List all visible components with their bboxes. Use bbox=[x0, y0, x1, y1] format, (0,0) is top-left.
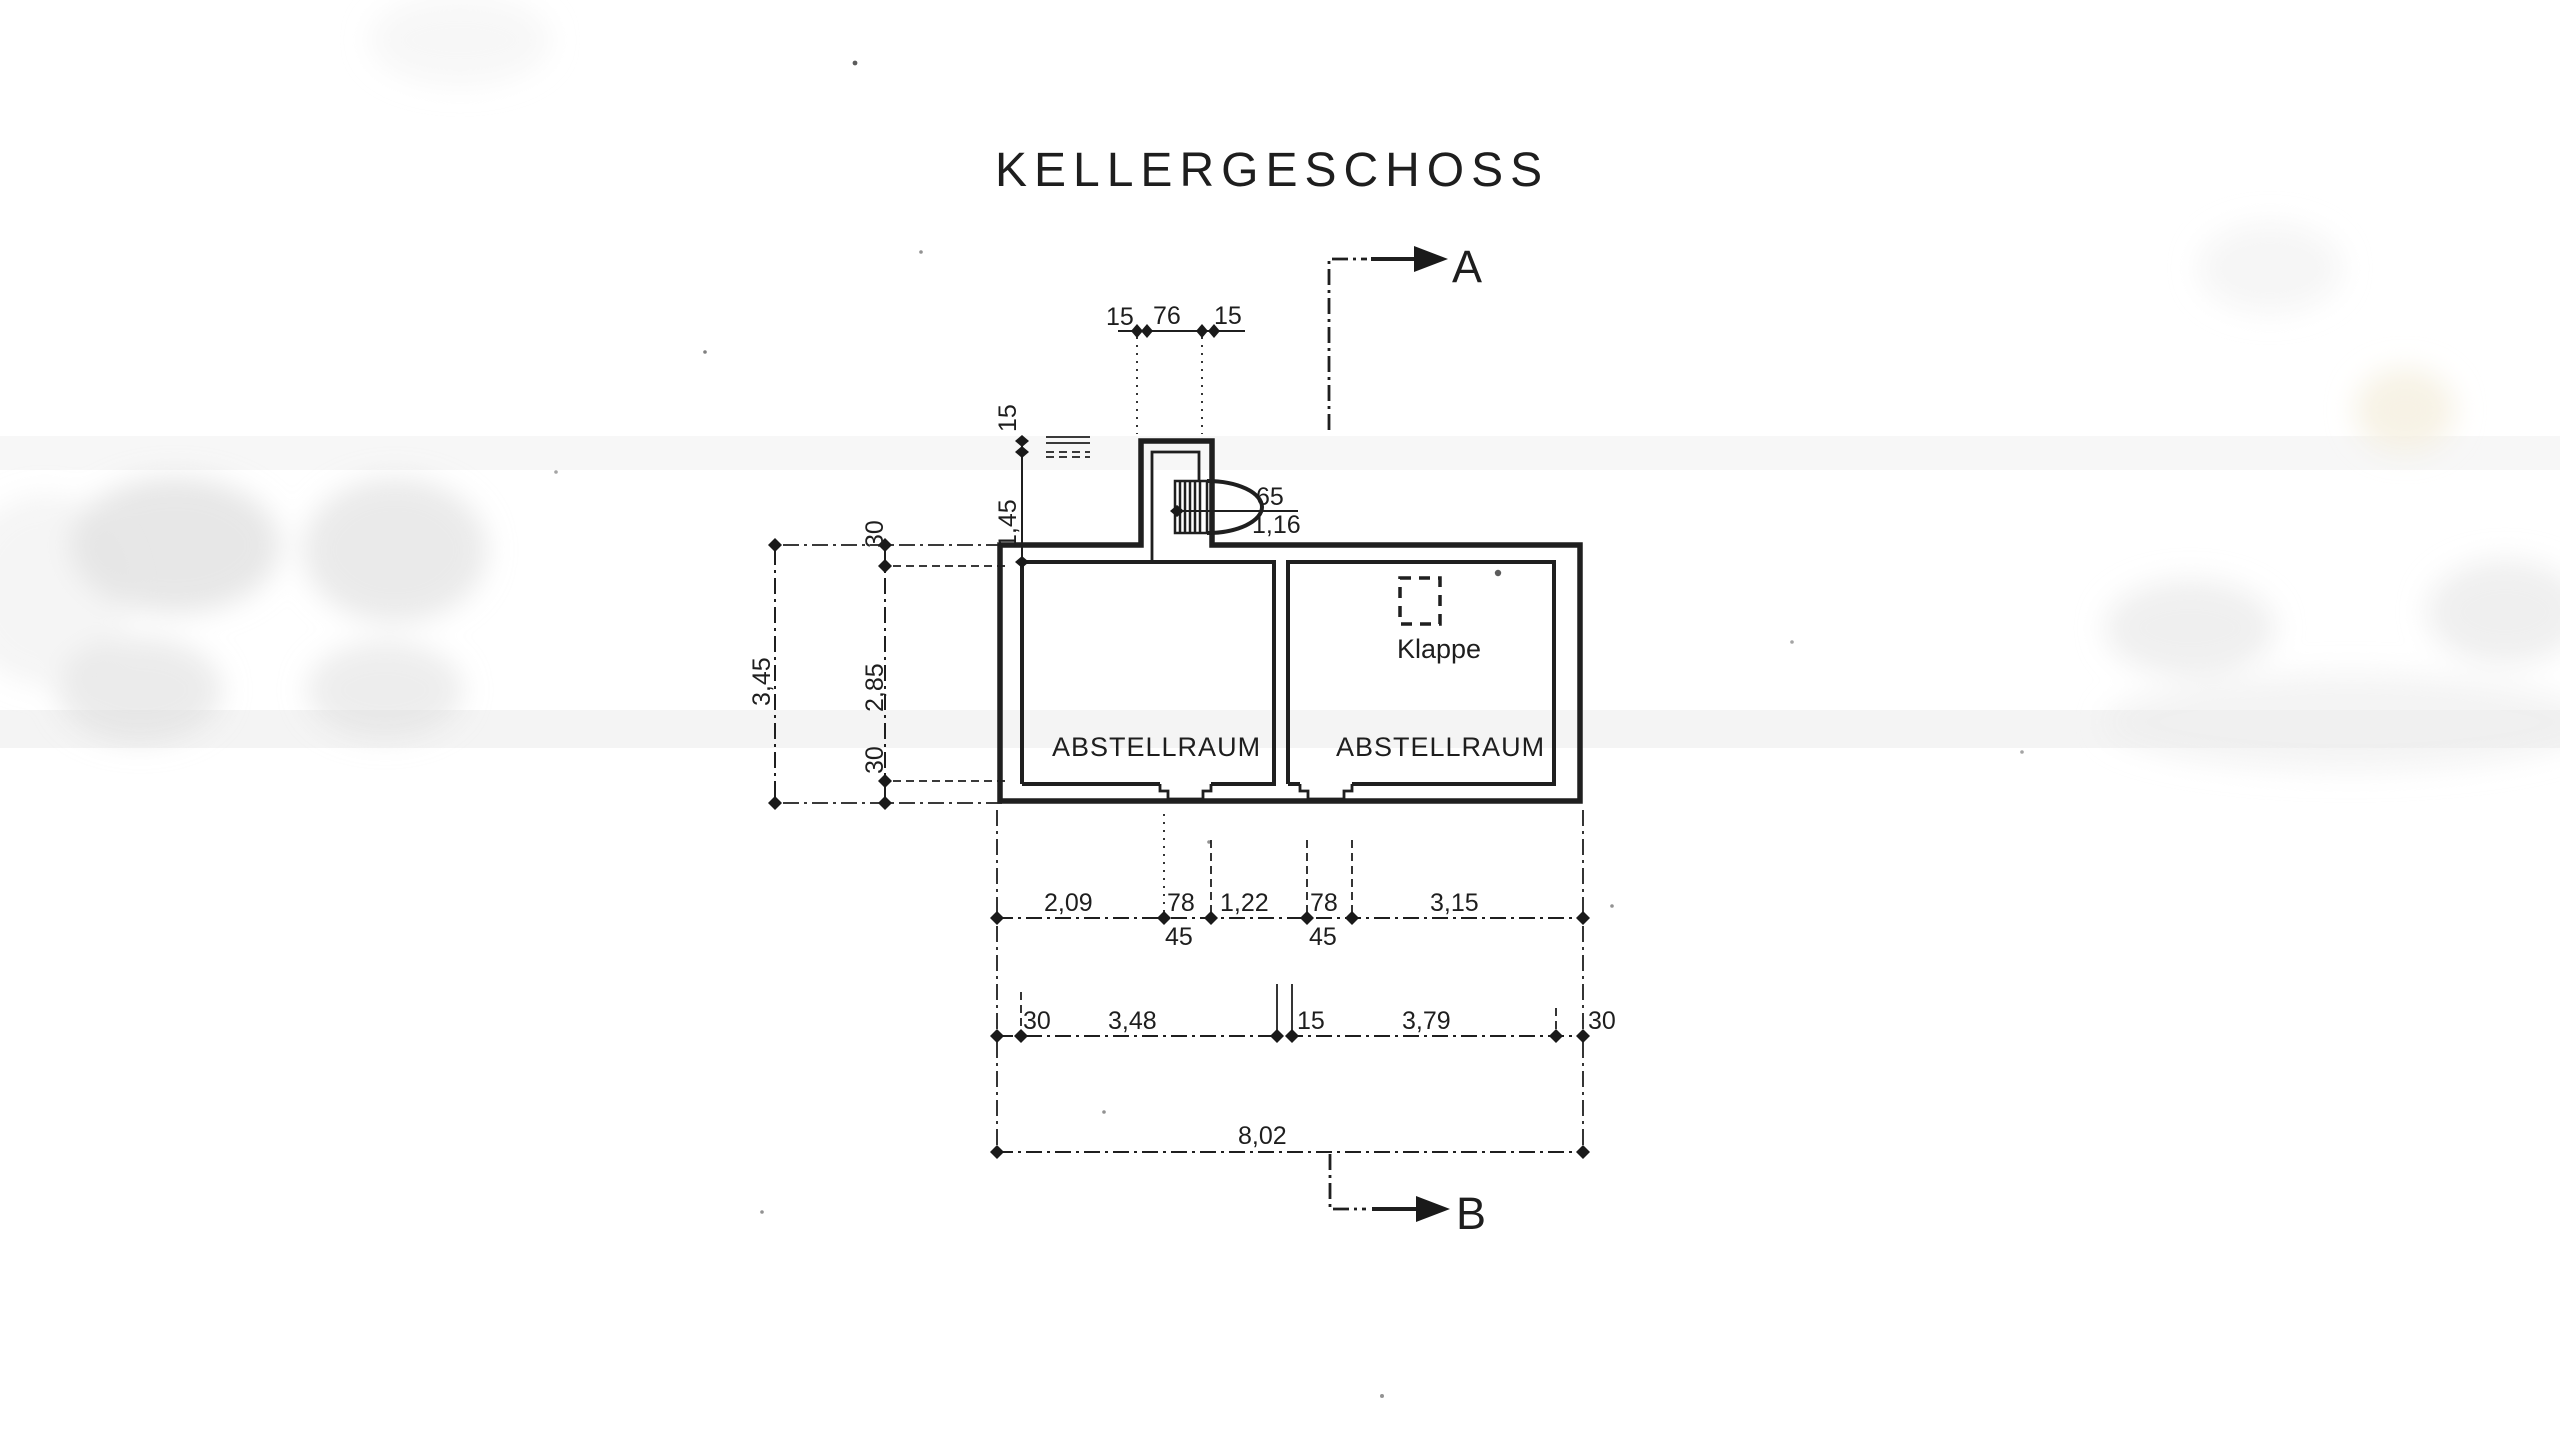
room-label-left: ABSTELLRAUM bbox=[1052, 732, 1261, 762]
dim-label: 1,16 bbox=[1252, 511, 1301, 539]
stairs bbox=[1173, 479, 1264, 535]
dimension-labels: 15 76 15 15 1,45 65 1,16 3,45 30 2,85 30… bbox=[748, 302, 1616, 1150]
dim-label: 3,15 bbox=[1430, 889, 1479, 917]
dimension-markers bbox=[768, 324, 1590, 1159]
dim-label: 3,48 bbox=[1108, 1007, 1157, 1035]
door-threshold-left bbox=[1158, 784, 1213, 801]
outer-wall bbox=[997, 438, 1583, 804]
section-label-b: B bbox=[1456, 1188, 1486, 1239]
dim-label: 3,79 bbox=[1402, 1007, 1451, 1035]
dim-label: 30 bbox=[861, 520, 889, 548]
dim-label: 30 bbox=[1023, 1007, 1051, 1035]
section-marker-b: B bbox=[1328, 1154, 1486, 1239]
room-label-right: ABSTELLRAUM bbox=[1336, 732, 1545, 762]
building-plan bbox=[997, 438, 1583, 804]
klappe-hatch-outline bbox=[1398, 576, 1442, 626]
scan-noise-speckles bbox=[554, 60, 2024, 1398]
dim-label: 15 bbox=[1106, 303, 1134, 331]
section-line-b bbox=[1328, 1154, 1366, 1211]
curved-step-arc bbox=[1206, 479, 1264, 535]
dim-label: 65 bbox=[1256, 483, 1284, 511]
room-left-walls bbox=[1020, 560, 1276, 786]
dim-label: 3,45 bbox=[748, 657, 776, 706]
dim-label: 15 bbox=[1297, 1007, 1325, 1035]
scan-artifacts bbox=[0, 0, 2560, 770]
section-line-a bbox=[1327, 257, 1367, 430]
dim-label: 8,02 bbox=[1238, 1122, 1287, 1150]
dim-label: 2,85 bbox=[861, 663, 889, 712]
dim-label: 15 bbox=[994, 404, 1022, 432]
door-threshold-right bbox=[1298, 784, 1354, 801]
dim-label: 1,45 bbox=[994, 499, 1022, 548]
drawing-title: KELLERGESCHOSS bbox=[995, 144, 1549, 197]
section-arrow-b bbox=[1416, 1196, 1450, 1222]
dim-label: 78 bbox=[1167, 889, 1195, 917]
section-label-a: A bbox=[1452, 241, 1482, 292]
vestibule-inner-wall bbox=[1150, 450, 1201, 562]
room-right-walls bbox=[1286, 560, 1556, 786]
dim-label: 76 bbox=[1153, 302, 1181, 330]
dim-label: 1,22 bbox=[1220, 889, 1269, 917]
section-arrow-a bbox=[1414, 246, 1448, 272]
dim-label: 2,09 bbox=[1044, 889, 1093, 917]
klappe-label: Klappe bbox=[1397, 634, 1481, 664]
dim-label: 30 bbox=[861, 746, 889, 774]
dim-label: 30 bbox=[1588, 1007, 1616, 1035]
dim-label: 45 bbox=[1309, 923, 1337, 951]
dim-label: 15 bbox=[1214, 302, 1242, 330]
dim-label: 45 bbox=[1165, 923, 1193, 951]
section-marker-a: A bbox=[1327, 241, 1482, 430]
dim-label: 78 bbox=[1310, 889, 1338, 917]
